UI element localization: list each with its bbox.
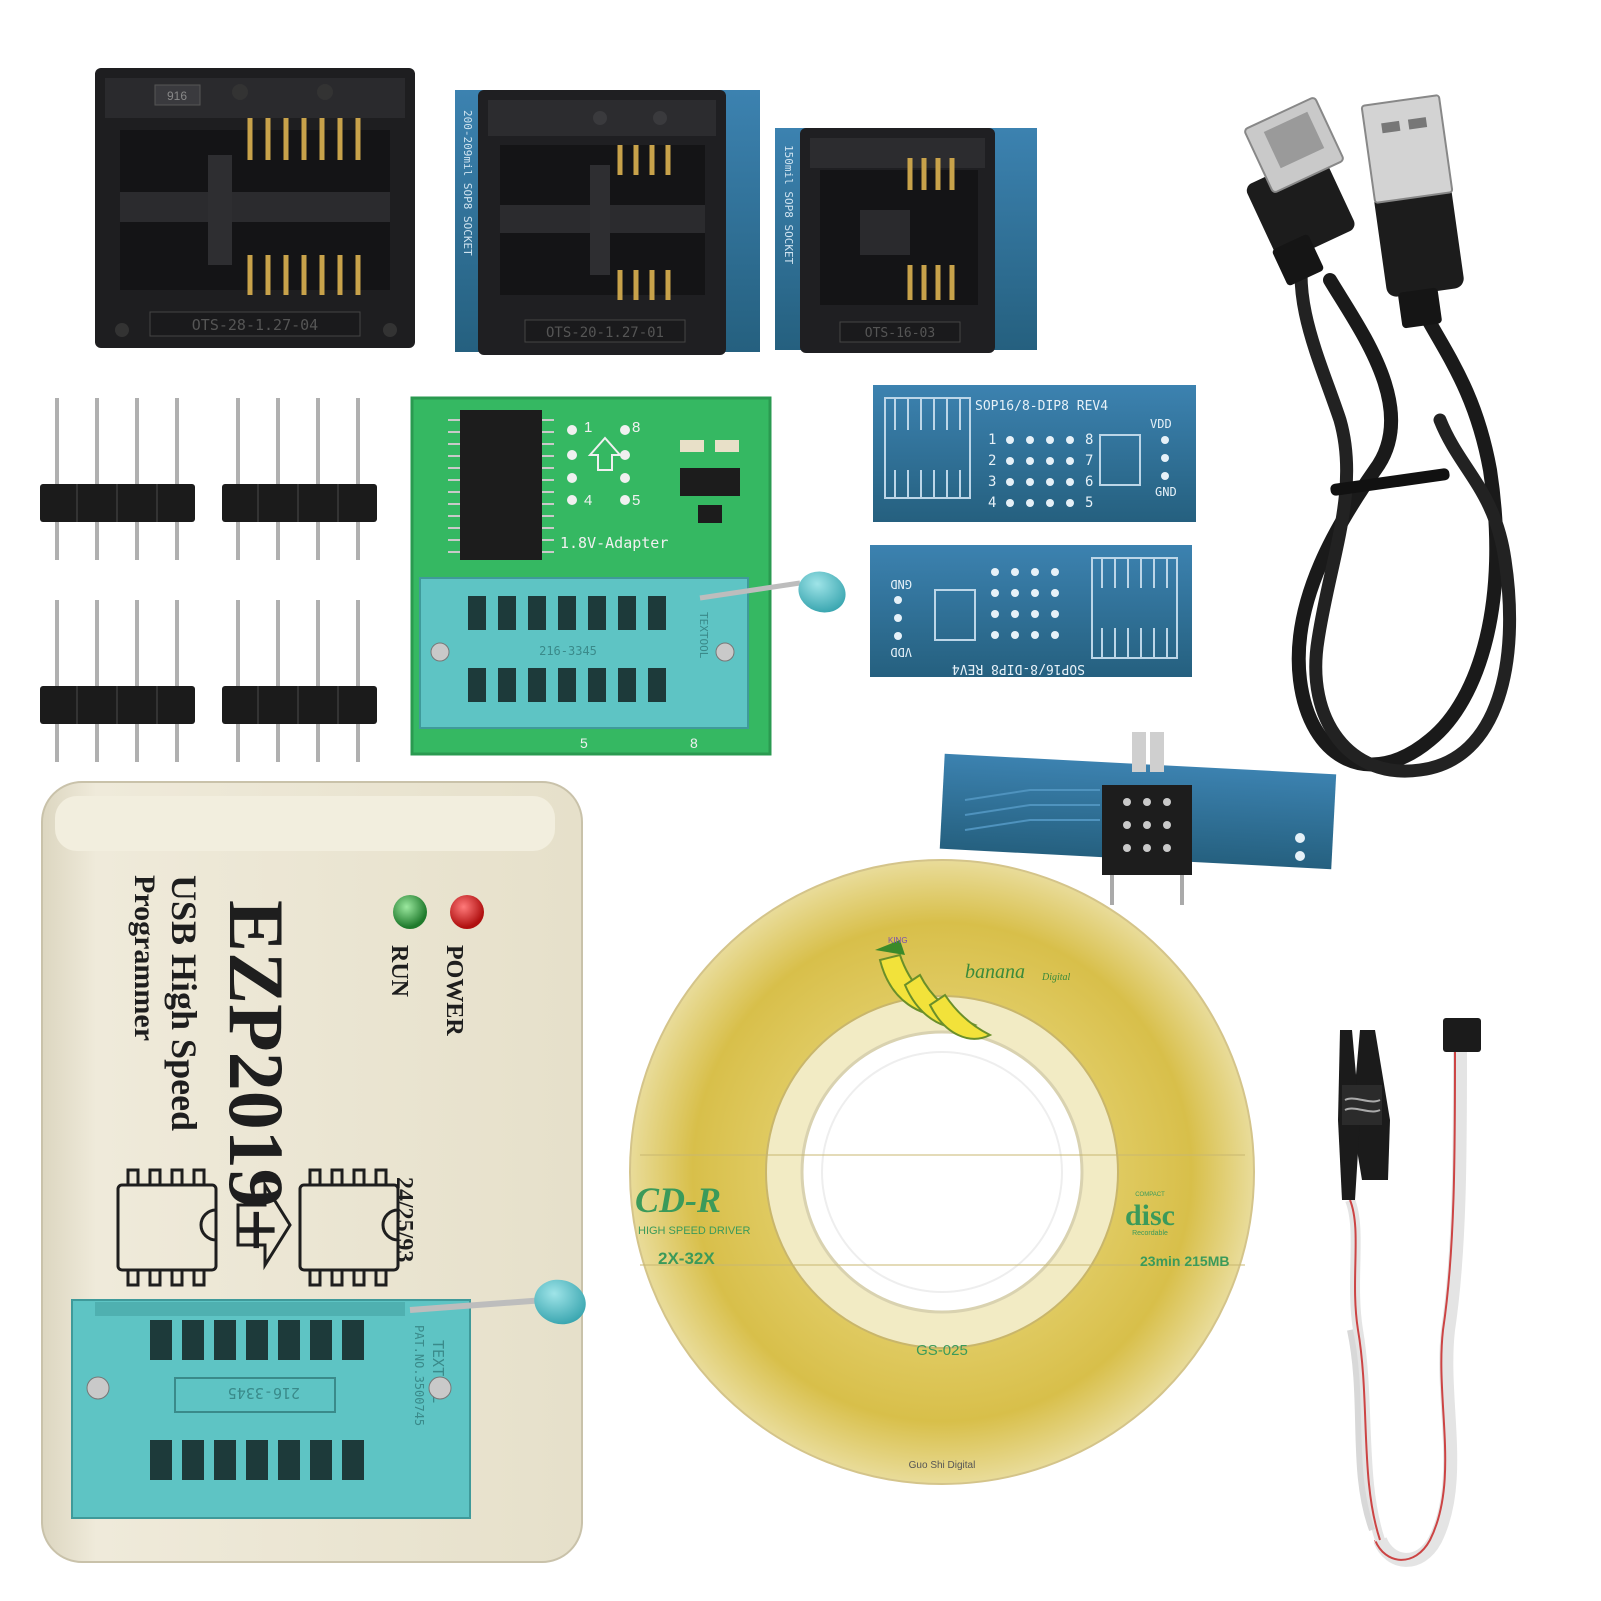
pin-label: 5 xyxy=(1085,495,1093,511)
chip-series: 24/25/93 xyxy=(391,1177,417,1262)
cd-brand-sub: Digital xyxy=(1041,972,1071,983)
disc-logo: disc xyxy=(1125,1199,1175,1232)
socket-contacts xyxy=(617,145,671,300)
pin-header xyxy=(222,600,377,762)
vdd-label: VDD xyxy=(890,645,912,659)
sop8-208mil-socket: OTS-20-1.27-01 200-209mil SOP8 SOCKET xyxy=(455,90,760,355)
pin-header xyxy=(40,600,195,762)
zif-brand: TEXTOOL xyxy=(697,612,710,659)
clip-icon xyxy=(1338,1018,1481,1567)
cd-brand: banana xyxy=(965,961,1025,983)
zif-lever-icon xyxy=(409,1279,586,1325)
cd-driver: HIGH SPEED DRIVER xyxy=(638,1225,751,1237)
pin-label: 1 xyxy=(988,432,996,448)
socket-label: OTS-16-03 xyxy=(865,326,935,341)
pin-label: 4 xyxy=(584,492,592,509)
socket-contacts-bottom xyxy=(247,255,361,295)
pin-label: 7 xyxy=(1085,453,1093,469)
disc-bottom: Recordable xyxy=(1132,1230,1168,1237)
programmer-model: EZP2019+ xyxy=(213,900,300,1252)
crown-text: KING xyxy=(888,936,908,945)
gnd-label: GND xyxy=(1155,485,1177,499)
socket-label: OTS-20-1.27-01 xyxy=(546,325,664,341)
edge-pin-label: 8 xyxy=(690,735,698,751)
pin-label: 2 xyxy=(988,453,996,469)
gnd-label: GND xyxy=(890,577,912,591)
edge-pin-label: 5 xyxy=(580,735,588,751)
pin-header xyxy=(40,398,195,560)
socket-contacts xyxy=(907,158,955,300)
led-power xyxy=(450,895,484,929)
disc-top: COMPACT xyxy=(1135,1192,1165,1198)
board-title: SOP16/8-DIP8 REV4 xyxy=(975,399,1108,414)
socket-contacts-top xyxy=(247,118,361,160)
pin-label: 8 xyxy=(1085,432,1093,448)
chip-icon xyxy=(298,1168,400,1287)
led-power-label: POWER xyxy=(441,945,467,1036)
vdd-label: VDD xyxy=(1150,417,1172,431)
adapter-label: 1.8V-Adapter xyxy=(560,534,668,552)
pin-header xyxy=(222,398,377,560)
board-title: SOP16/8-DIP8 REV4 xyxy=(952,661,1085,676)
zif-socket: 216-3345 TEXTOOL xyxy=(419,577,749,729)
cd-model: GS-025 xyxy=(916,1342,968,1359)
pin-label: 4 xyxy=(988,495,996,511)
programmer-zif-socket: 216-3345 TEXTOOL PAT.NO.3500745 xyxy=(71,1299,471,1519)
pin-label: 6 xyxy=(1085,474,1093,490)
led-run xyxy=(393,895,427,929)
sop28-socket: 916 OTS-28-1.27-04 xyxy=(95,68,415,348)
zif-lever-icon xyxy=(699,571,846,613)
sop-dip-board-top: SOP16/8-DIP8 REV4 VDD GND 1 2 3 4 8 7 6 … xyxy=(873,385,1196,522)
chip-icon xyxy=(116,1168,218,1287)
cd-capacity: 23min 215MB xyxy=(1140,1253,1229,1269)
arrow-icon xyxy=(236,1179,292,1271)
pin-label: 8 xyxy=(632,419,640,436)
driver-cd: KING banana Digital CD-R HIGH SPEED DRIV… xyxy=(629,859,1255,1485)
pin-label: 5 xyxy=(632,492,640,509)
sop8-test-board xyxy=(939,732,1337,905)
programmer-line2: Programmer xyxy=(128,875,161,1041)
cd-format: CD-R xyxy=(635,1180,721,1220)
banana-logo xyxy=(875,940,993,1040)
pin-header-icon xyxy=(40,398,377,762)
arrow-icon xyxy=(587,436,623,471)
socket-label: OTS-28-1.27-04 xyxy=(192,316,318,334)
led-run-label: RUN xyxy=(386,945,412,998)
socket-mark: 916 xyxy=(167,89,187,103)
ezp2019-programmer: EZP2019+ USB High Speed Programmer POWER… xyxy=(41,781,586,1563)
pin-label: 1 xyxy=(584,419,592,436)
usb-b-plug xyxy=(1244,97,1355,286)
zif-patent: PAT.NO.3500745 xyxy=(412,1325,426,1426)
sop-dip-board-bottom: SOP16/8-DIP8 REV4 VDD GND xyxy=(870,545,1192,677)
zif-number: 216-3345 xyxy=(539,644,597,658)
sop8-150mil-socket: OTS-16-03 150mil SOP8 SOCKET xyxy=(775,128,1037,353)
zif-number: 216-3345 xyxy=(228,1384,300,1402)
usb-cable-icon xyxy=(1244,94,1517,778)
usb-a-plug xyxy=(1360,94,1464,329)
cd-maker: Guo Shi Digital xyxy=(909,1460,976,1471)
1-8v-adapter-board: 1 8 4 5 1.8V-Adapter 216-3345 TEXTOOL xyxy=(410,396,846,756)
programmer-line1: USB High Speed xyxy=(164,875,204,1131)
socket-side-text: 150mil SOP8 SOCKET xyxy=(782,145,795,265)
pin-label: 3 xyxy=(988,474,996,490)
cd-speed: 2X-32X xyxy=(658,1249,715,1268)
socket-side-text: 200-209mil SOP8 SOCKET xyxy=(461,110,474,256)
